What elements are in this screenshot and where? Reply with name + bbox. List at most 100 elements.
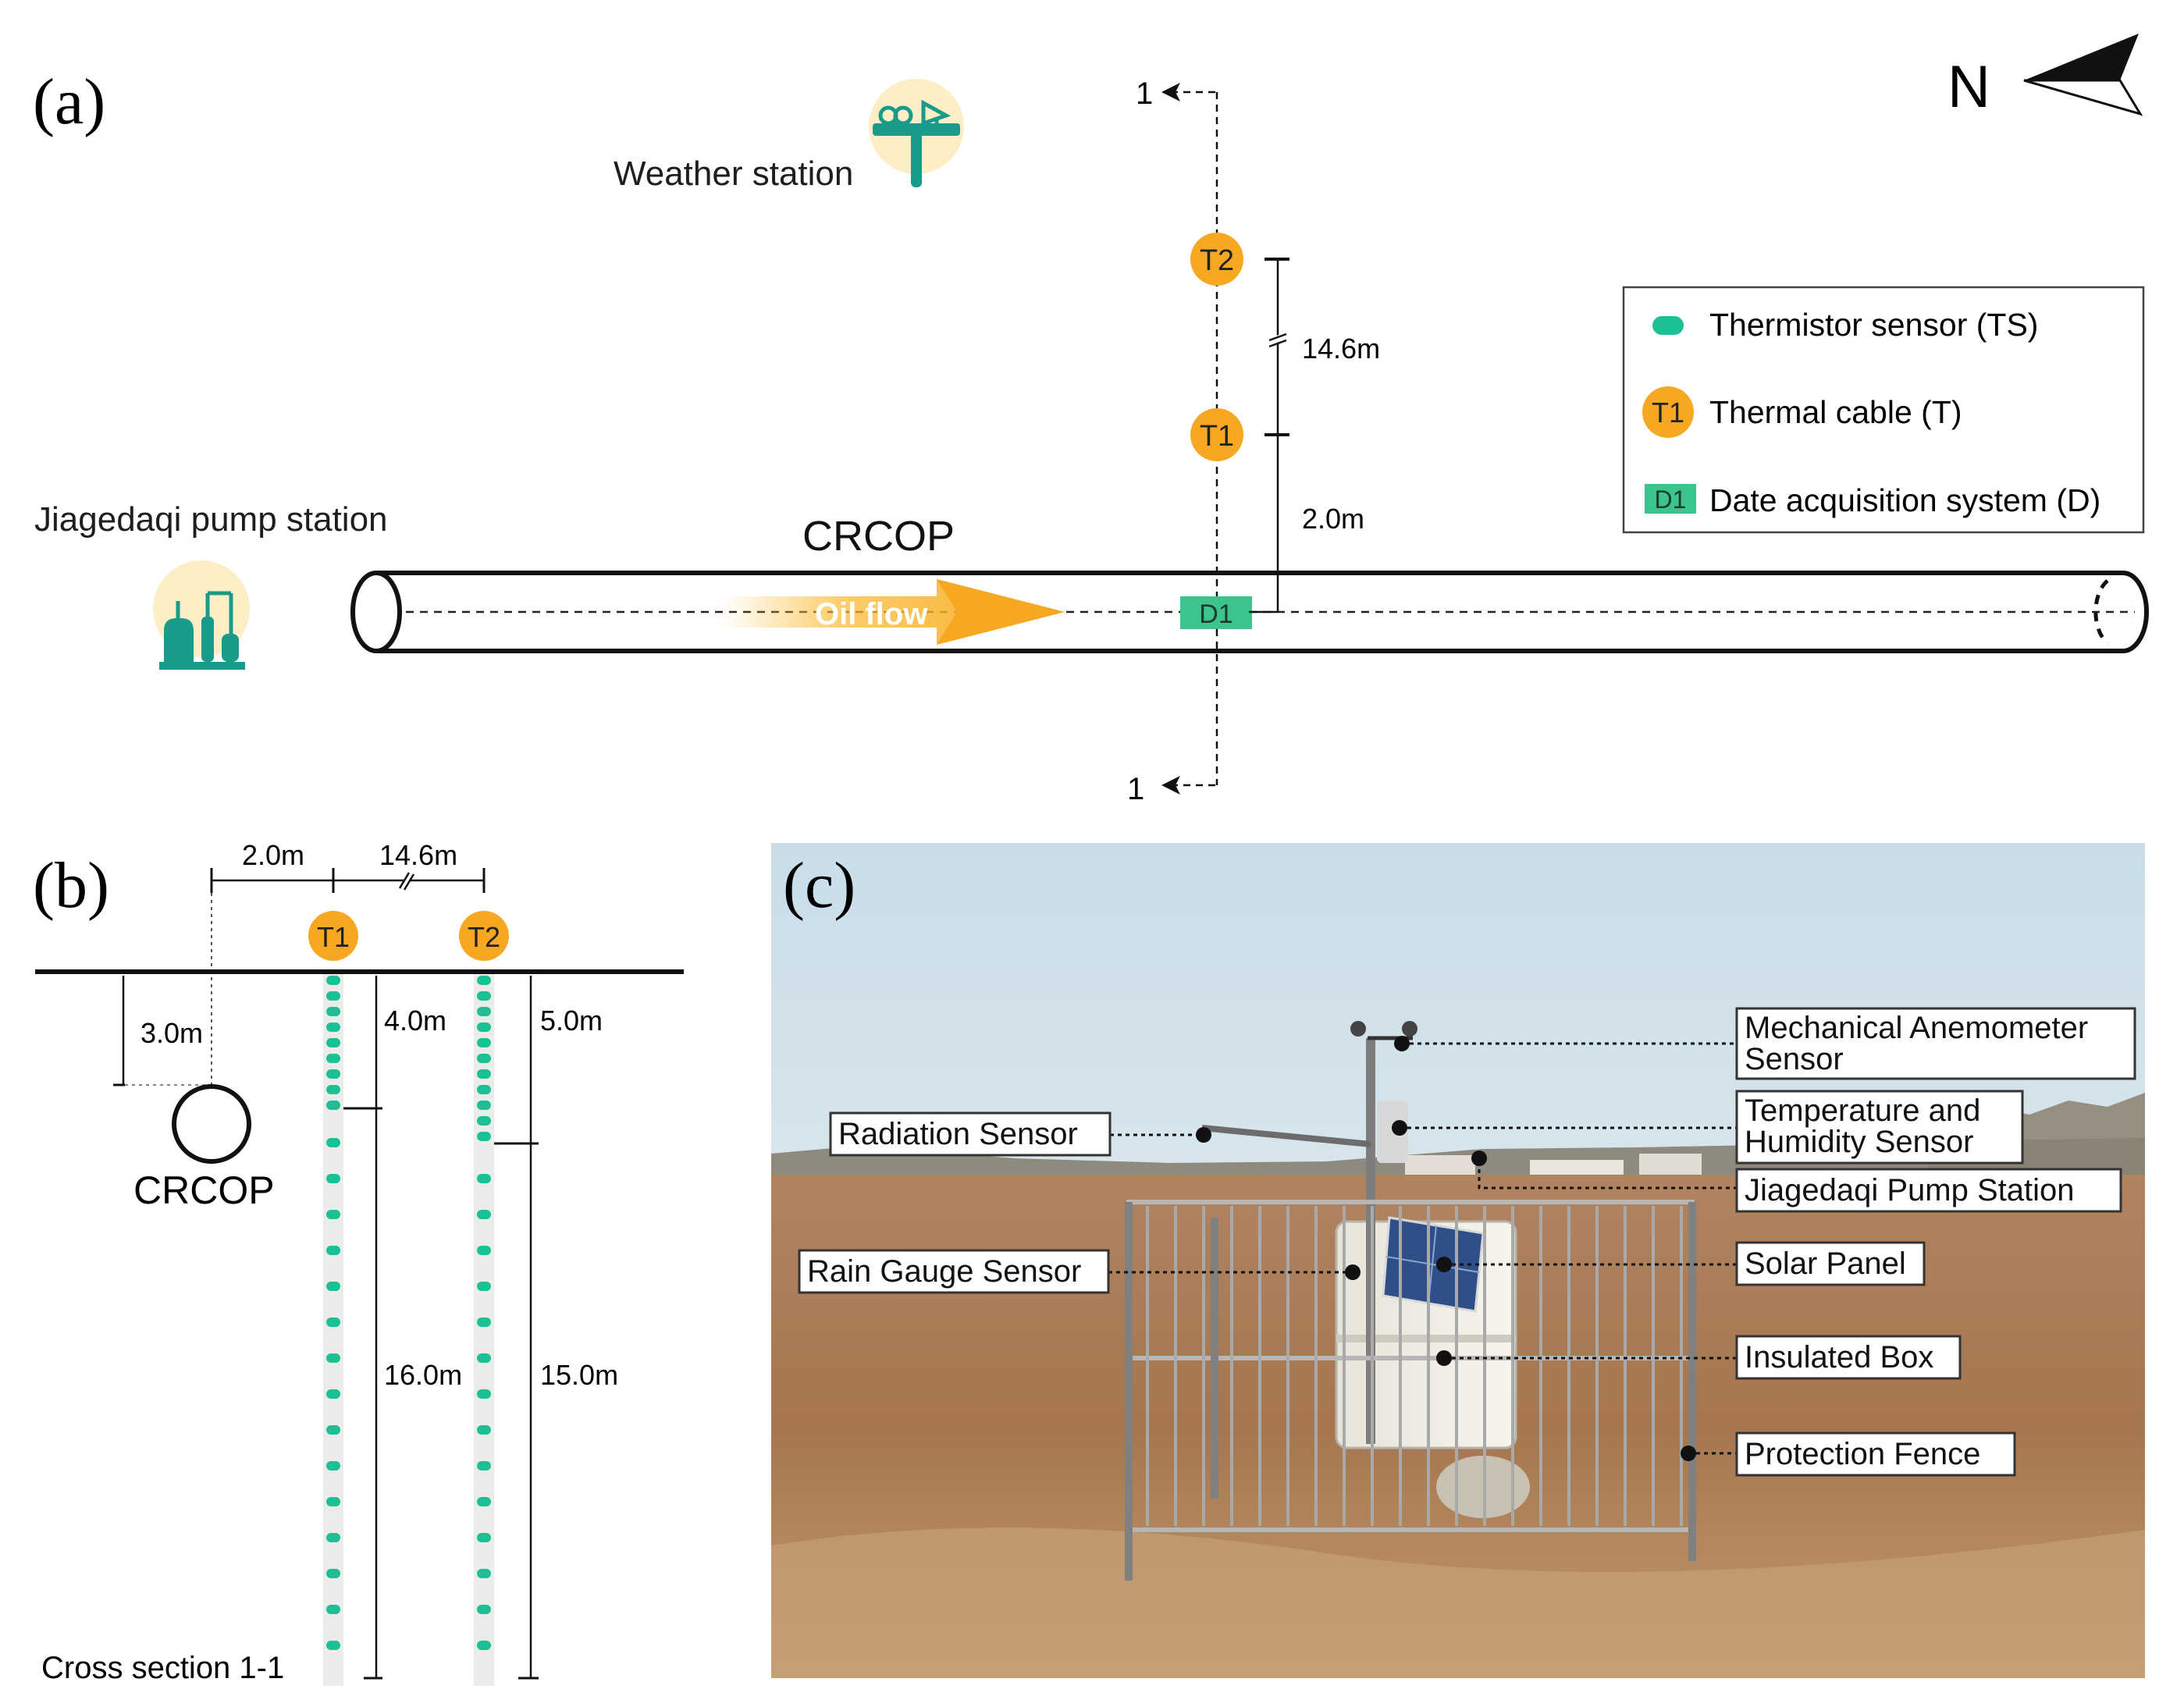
thermistor-sensor bbox=[326, 1210, 340, 1219]
thermistor-sensor bbox=[477, 1022, 491, 1032]
thermistor-sensor bbox=[326, 1497, 340, 1506]
svg-text:Insulated Box: Insulated Box bbox=[1745, 1340, 1933, 1374]
thermistor-sensor bbox=[477, 1085, 491, 1094]
thermistor-sensor bbox=[477, 1389, 491, 1399]
section-line: 1 1 bbox=[1127, 76, 1218, 806]
thermistor-sensor bbox=[477, 1132, 491, 1141]
thermistor-sensor bbox=[477, 1038, 491, 1047]
thermistor-sensor bbox=[326, 1085, 340, 1094]
dag-d1-label: D1 bbox=[1199, 599, 1233, 629]
legend-t-symbol: T1 bbox=[1652, 397, 1684, 429]
thermistor-sensor bbox=[326, 1054, 340, 1063]
section-marker-bottom: 1 bbox=[1127, 772, 1144, 806]
svg-text:Temperature and: Temperature and bbox=[1745, 1094, 1980, 1128]
thermistor-sensor bbox=[477, 1282, 491, 1291]
legend-d-symbol: D1 bbox=[1655, 485, 1687, 514]
thermistor-sensor bbox=[326, 1641, 340, 1650]
panel-c-label: (c) bbox=[783, 849, 855, 922]
pipeline-label: CRCOP bbox=[802, 513, 955, 560]
thermistor-sensor bbox=[326, 1022, 340, 1032]
panel-a-label: (a) bbox=[33, 66, 105, 138]
thermistor-sensor bbox=[326, 1605, 340, 1614]
thermistor-sensor bbox=[477, 1174, 491, 1183]
cable-t1-label: T1 bbox=[1200, 420, 1234, 453]
svg-text:Rain Gauge Sensor: Rain Gauge Sensor bbox=[807, 1254, 1081, 1289]
panel-b: (b) 2.0m 14.6m 3.0m CRCOP bbox=[33, 839, 684, 1686]
thermistor-sensor bbox=[477, 1007, 491, 1016]
thermistor-sensor bbox=[326, 1425, 340, 1435]
svg-text:Jiagedaqi Pump Station: Jiagedaqi Pump Station bbox=[1745, 1173, 2075, 1207]
legend-ts-text: Thermistor sensor (TS) bbox=[1709, 307, 2038, 343]
b-cable-t1-label: T1 bbox=[317, 921, 350, 953]
thermistor-sensor bbox=[477, 1533, 491, 1542]
legend-t-text: Thermal cable (T) bbox=[1709, 394, 1962, 430]
thermistor-sensor bbox=[477, 1246, 491, 1255]
oil-flow-arrow: Oil flow bbox=[722, 579, 1065, 645]
svg-text:Humidity Sensor: Humidity Sensor bbox=[1745, 1125, 1973, 1159]
thermistor-sensor bbox=[326, 1353, 340, 1363]
callout-protection-fence: Protection Fence bbox=[1735, 1431, 2016, 1477]
north-arrow-icon bbox=[2024, 34, 2139, 80]
cable-t2-label: T2 bbox=[1200, 244, 1234, 277]
dimension-lines-a bbox=[1249, 258, 1289, 613]
dag-d1-marker: D1 bbox=[1180, 596, 1252, 629]
thermistor-sensor bbox=[326, 1389, 340, 1399]
thermistor-sensor bbox=[477, 976, 491, 985]
b-caption: Cross section 1-1 bbox=[41, 1651, 284, 1685]
thermistor-sensor bbox=[477, 1425, 491, 1435]
b-t1-upper-label: 4.0m bbox=[384, 1005, 446, 1037]
b-t1-lower-label: 16.0m bbox=[384, 1359, 462, 1391]
thermistor-sensor bbox=[326, 1282, 340, 1291]
thermistor-sensor bbox=[477, 1605, 491, 1614]
north-letter: N bbox=[1947, 54, 1990, 120]
t1-sensor-dots bbox=[326, 976, 340, 1650]
callout-pump-station: Jiagedaqi Pump Station bbox=[1735, 1168, 2122, 1213]
thermistor-sensor bbox=[326, 1069, 340, 1079]
thermistor-sensor bbox=[326, 1174, 340, 1183]
callout-dots bbox=[1196, 1036, 1696, 1461]
callout-insulated-box: Insulated Box bbox=[1735, 1335, 1962, 1380]
pump-station-icon bbox=[153, 560, 250, 670]
cable-t2-marker: T2 bbox=[1190, 233, 1243, 286]
thermistor-sensor bbox=[326, 1007, 340, 1016]
legend-d-text: Date acquisition system (D) bbox=[1709, 482, 2100, 518]
thermistor-sensor bbox=[326, 1318, 340, 1327]
callout-solar-panel: Solar Panel bbox=[1735, 1241, 1926, 1286]
svg-text:Protection Fence: Protection Fence bbox=[1745, 1437, 1980, 1471]
thermistor-sensor bbox=[477, 1210, 491, 1219]
callout-anemometer: Mechanical Anemometer Sensor bbox=[1735, 1007, 2136, 1080]
svg-text:Sensor: Sensor bbox=[1745, 1042, 1844, 1076]
thermistor-sensor bbox=[477, 1101, 491, 1110]
b-cable-t2-label: T2 bbox=[468, 921, 500, 953]
thermistor-sensor bbox=[326, 976, 340, 985]
thermistor-sensor bbox=[326, 1246, 340, 1255]
section-marker-top: 1 bbox=[1136, 76, 1153, 111]
thermistor-sensor bbox=[477, 991, 491, 1001]
thermistor-sensor bbox=[326, 1101, 340, 1110]
callout-radiation-sensor: Radiation Sensor bbox=[829, 1111, 1112, 1157]
dim-t1-t2-label: 14.6m bbox=[1302, 333, 1380, 365]
north-arrow: N bbox=[1947, 34, 2143, 120]
weather-station-icon bbox=[869, 79, 964, 187]
thermistor-sensor bbox=[477, 1116, 491, 1126]
section-arrow-top-icon bbox=[1161, 83, 1180, 101]
pipe-cross-section bbox=[113, 976, 251, 1164]
dimension-lines-b-top bbox=[210, 868, 486, 1124]
t2-sensor-dots bbox=[477, 976, 491, 1650]
svg-text:Mechanical Anemometer: Mechanical Anemometer bbox=[1745, 1011, 2088, 1045]
thermistor-sensor bbox=[477, 1641, 491, 1650]
panel-b-label: (b) bbox=[33, 849, 109, 922]
thermistor-sensor bbox=[477, 1461, 491, 1471]
thermistor-sensor bbox=[477, 1054, 491, 1063]
callout-leaders bbox=[1108, 1042, 1737, 1455]
b-pipe-depth-label: 3.0m bbox=[141, 1017, 203, 1049]
callout-temp-humidity: Temperature and Humidity Sensor bbox=[1735, 1090, 2024, 1165]
thermistor-sensor bbox=[326, 1138, 340, 1147]
pipe-outlet bbox=[2122, 571, 2149, 653]
thermistor-sensor bbox=[326, 1533, 340, 1542]
callout-rain-gauge: Rain Gauge Sensor bbox=[798, 1249, 1110, 1294]
panel-c: (c) Mechanical Anemometer Sensor bbox=[771, 843, 2145, 1678]
thermistor-sensor bbox=[326, 1038, 340, 1047]
thermistor-sensor bbox=[477, 1353, 491, 1363]
